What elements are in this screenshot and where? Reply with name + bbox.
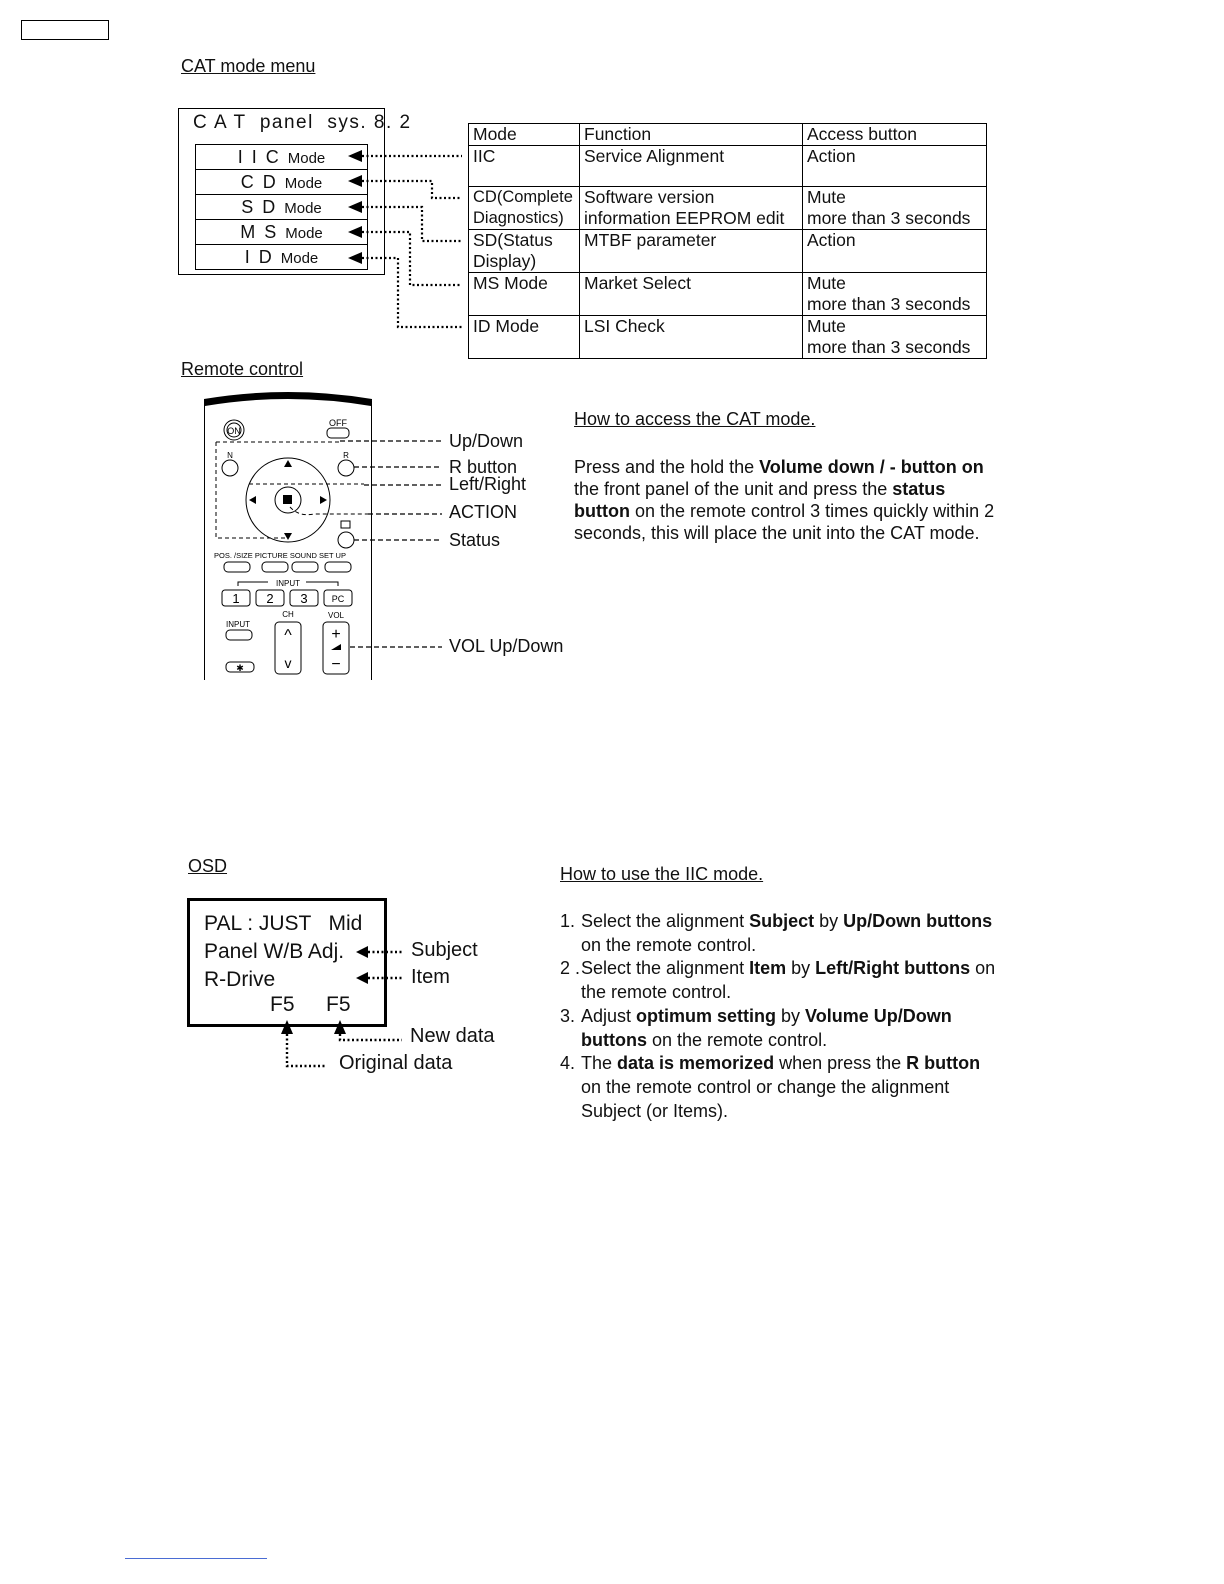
off-label: OFF [329,418,347,428]
mode-connector-lines [348,150,462,329]
input-2-button[interactable]: 2 [255,589,285,607]
osd-original-value: F5 [270,993,295,1016]
cat-mode-list: I I C Mode C D Mode S D Mode M S Mode I … [195,144,368,270]
n-label: N [227,451,233,460]
n-button[interactable] [221,459,239,477]
col-function-header: Function [579,123,803,146]
cat-panel-frame [178,108,385,275]
callout-status: Status [449,530,501,550]
cat-panel-title: C A T panel sys. 8. 2 [193,112,412,133]
svg-text:3: 3 [300,591,307,606]
iic-title: How to use the IIC mode. [560,864,764,884]
list-item: 4.The data is memorized when press the R… [560,1053,981,1121]
callout-vol-up-down: VOL Up/Down [449,636,564,656]
vol-label: VOL [328,611,345,620]
callout-action: ACTION [449,502,518,522]
input-select-label: INPUT [226,620,250,629]
col-mode-header: Mode [468,123,580,146]
svg-text:^: ^ [284,627,292,644]
mode-item-cd[interactable]: C D Mode [196,170,367,195]
osd-title: OSD [188,856,228,876]
header-box [21,20,109,40]
svg-text:2: 2 [266,591,273,606]
dpad-ring[interactable] [245,457,331,543]
osd-callout-lines [281,946,402,1068]
dpad-left-arrow[interactable] [249,496,256,504]
osd-line-1: PAL : JUST Mid [204,912,363,935]
table-row: IIC Service Alignment Action [468,145,987,187]
callout-up-down: Up/Down [449,431,524,451]
input-select-button[interactable] [225,629,253,641]
aspect-icon: ✱ [236,664,244,674]
input-3-button[interactable]: 3 [289,589,319,607]
dpad-down-arrow[interactable] [284,533,292,540]
svg-text:PC: PC [332,594,345,604]
sound-button[interactable] [291,561,319,573]
mode-item-id[interactable]: I D Mode [244,247,319,267]
svg-text:v: v [285,655,292,671]
dpad-right-arrow[interactable] [320,496,327,504]
mode-table: Mode Function Access button IIC Service … [468,123,987,359]
r-button[interactable] [337,459,355,477]
remote-control-illustration: ON OFF N R POS. /SIZE PICTURE SOUND SET … [204,392,372,680]
iic-steps-list: 1.Select the alignment Subject by Up/Dow… [560,910,1000,1123]
cat-menu-title: CAT mode menu [181,56,316,76]
vol-rocker[interactable] [322,621,350,675]
list-item: 2 .Select the alignment Item by Left/Rig… [560,958,996,1003]
input-1-button[interactable]: 1 [221,589,251,607]
callout-r-button: R button [449,457,518,477]
access-title: How to access the CAT mode. [574,409,816,429]
picture-button[interactable] [261,561,289,573]
osd-item-label: Item [411,966,450,988]
ch-rocker[interactable] [274,621,302,675]
svg-text:1: 1 [232,591,239,606]
status-icon [340,520,351,529]
mode-item-iic[interactable]: I I C Mode [196,145,367,170]
mode-item-sd[interactable]: S D Mode [196,195,367,220]
svg-text:−: − [331,656,340,673]
setup-button[interactable] [324,561,352,573]
svg-text:+: + [331,626,340,643]
osd-new-value: F5 [326,993,351,1016]
access-instructions: Press and the hold the Volume down / - b… [574,457,995,543]
input-group-label: INPUT [276,579,300,588]
list-item: 3.Adjust optimum setting by Volume Up/Do… [560,1005,952,1050]
list-item: 1.Select the alignment Subject by Up/Dow… [560,911,993,955]
volume-icon [331,644,341,650]
remote-title: Remote control [181,359,304,379]
osd-new-data-label: New data [410,1025,495,1047]
osd-line-3: R-Drive [204,968,276,991]
ch-label: CH [282,610,294,619]
footer-link-rule[interactable] [125,1558,267,1559]
svg-text:ON: ON [227,426,241,436]
action-button[interactable] [274,486,302,514]
remote-callout-lines [340,440,442,648]
power-off-button[interactable] [326,427,350,439]
callout-left-right: Left/Right [449,474,527,494]
dpad-up-arrow[interactable] [284,460,292,467]
osd-line-2: Panel W/B Adj. [204,940,345,963]
col-access-header: Access button [802,123,987,146]
osd-original-data-label: Original data [339,1052,453,1074]
osd-subject-label: Subject [411,939,478,961]
pos-size-button[interactable] [223,561,251,573]
input-pc-button[interactable]: PC [323,589,353,607]
power-on-button[interactable]: ON [223,419,245,441]
function-row-labels: POS. /SIZE PICTURE SOUND SET UP [214,551,346,560]
r-label: R [343,451,349,460]
mode-item-ms[interactable]: M S Mode [196,220,367,245]
aspect-button[interactable] [225,661,255,673]
